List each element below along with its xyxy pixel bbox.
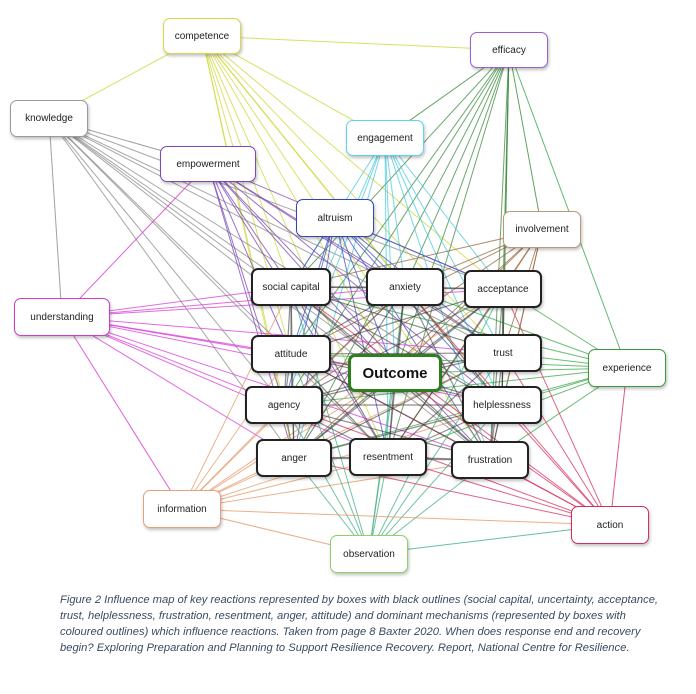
node-involvement: involvement [503,211,581,248]
edge-competence-frustration [201,35,491,461]
node-altruism: altruism [296,199,374,237]
edge-action-social_capital [290,286,611,526]
edge-knowledge-acceptance [48,118,504,290]
edge-observation-action [368,524,611,555]
edge-experience-agency [283,367,628,406]
edge-experience-social_capital [290,286,628,369]
node-agency: agency [245,386,323,424]
edge-action-agency [283,404,611,526]
edge-empowerment-frustration [207,163,491,461]
edge-altruism-helplessness [334,217,503,406]
edge-engagement-attitude [290,137,386,355]
node-information: information [143,490,221,528]
edge-empowerment-social_capital [207,163,292,288]
node-helplessness: helplessness [462,386,542,424]
edge-altruism-outcome [334,217,396,374]
edge-information-acceptance [181,288,504,510]
edge-involvement-anger [293,229,543,459]
influence-map: competence efficacy knowledge engagement… [10,18,666,573]
edge-understanding-information [61,316,183,510]
edge-competence-trust [201,35,504,354]
node-attitude: attitude [251,335,331,373]
edge-efficacy-outcome [394,49,510,374]
edge-efficacy-involvement [508,49,543,230]
edge-competence-acceptance [201,35,504,290]
edge-knowledge-anxiety [48,118,406,288]
node-efficacy: efficacy [470,32,548,68]
edge-involvement-agency [283,229,543,406]
node-experience: experience [588,349,666,387]
node-competence: competence [163,18,241,54]
node-resentment: resentment [349,438,427,476]
figure-caption: Figure 2 Influence map of key reactions … [60,594,659,654]
node-knowledge: knowledge [10,100,88,137]
edge-understanding-outcome [61,316,396,374]
edge-altruism-resentment [334,217,389,458]
node-action: action [571,506,649,544]
edge-engagement-acceptance [384,137,504,290]
edge-observation-agency [283,404,370,555]
node-engagement: engagement [346,120,424,156]
node-social-capital: social capital [251,268,331,306]
edge-acceptance-frustration [489,288,504,461]
edge-knowledge-understanding [48,118,63,318]
edge-competence-efficacy [201,35,510,51]
edge-empowerment-attitude [207,163,292,355]
edge-knowledge-attitude [48,118,292,355]
edge-knowledge-social_capital [48,118,292,288]
edge-information-action [181,508,611,526]
edge-observation-social_capital [290,286,370,555]
edge-action-trust [502,352,611,526]
node-acceptance: acceptance [464,270,542,308]
edge-action-helplessness [501,404,611,526]
node-frustration: frustration [451,441,529,479]
edge-information-social_capital [181,286,292,510]
node-empowerment: empowerment [160,146,256,182]
node-understanding: understanding [14,298,110,336]
node-outcome: Outcome [348,354,442,392]
edge-anxiety-agency [283,286,406,406]
edge-observation-helplessness [368,404,503,555]
edge-efficacy-anger [293,49,510,459]
edge-anxiety-helplessness [404,286,503,406]
node-anxiety: anxiety [366,268,444,306]
edge-action-anger [293,457,611,526]
edge-action-acceptance [502,288,611,526]
edge-experience-efficacy [508,49,628,369]
edge-anxiety-frustration [404,286,491,461]
edge-action-experience [609,367,628,526]
node-observation: observation [330,535,408,573]
edge-empowerment-trust [207,163,504,354]
edge-knowledge-agency [48,118,285,406]
edge-understanding-empowerment [61,163,209,318]
node-anger: anger [256,439,332,477]
edge-understanding-anxiety [61,286,406,318]
edge-information-trust [181,352,504,510]
edge-engagement-anxiety [384,137,406,288]
edge-information-frustration [181,459,491,510]
edge-efficacy-anxiety [404,49,510,288]
edge-involvement-social_capital [290,229,543,288]
edge-engagement-outcome [384,137,396,374]
edge-layer [48,35,628,555]
node-trust: trust [464,334,542,372]
edge-information-attitude [181,353,292,510]
